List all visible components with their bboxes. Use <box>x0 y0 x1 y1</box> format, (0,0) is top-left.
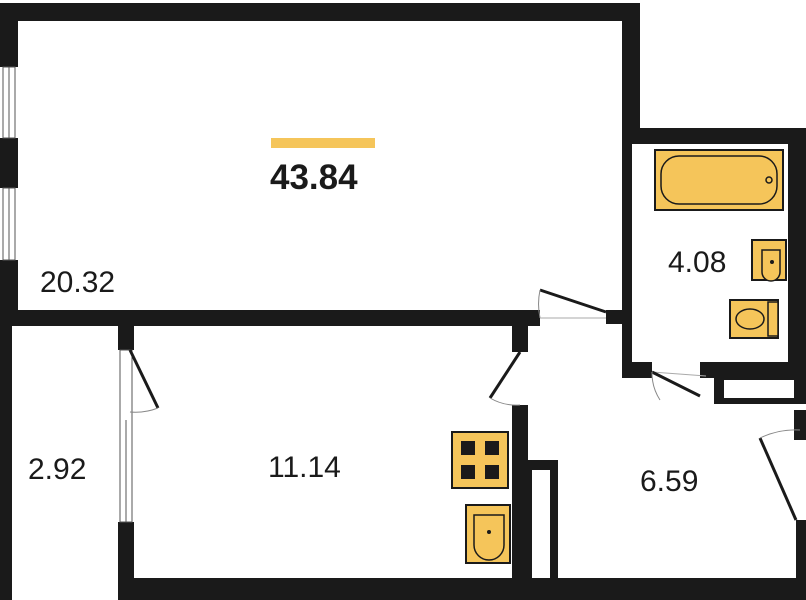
room-area-balcony: 2.92 <box>28 453 87 486</box>
bathtub-icon <box>654 149 784 211</box>
bathroom-sink-icon <box>751 239 787 282</box>
walls <box>0 3 806 600</box>
wall-entrance-bottom <box>796 520 806 600</box>
room-area-bathroom: 4.08 <box>668 246 727 279</box>
wall-left-upper <box>0 3 18 67</box>
toilet-icon <box>729 299 779 339</box>
door-entrance <box>758 437 798 521</box>
fixtures <box>451 149 787 564</box>
wall-bath-top <box>622 128 806 144</box>
room-area-hallway: 6.59 <box>640 465 699 498</box>
stove-icon <box>451 431 509 489</box>
wall-balcony-upper <box>118 310 134 350</box>
room-area-living: 20.32 <box>40 266 116 299</box>
wall-bath-bottom-left <box>622 362 652 378</box>
wall-living-bottom <box>0 310 540 326</box>
wall-top <box>0 3 640 21</box>
kitchen-sink-icon <box>465 504 511 564</box>
wall-living-bottom-right <box>606 310 632 324</box>
wall-bath-right <box>788 128 806 376</box>
wall-kitchen-upper <box>512 322 528 352</box>
doors <box>128 288 801 521</box>
door-bathroom <box>651 370 701 398</box>
door-living <box>539 288 607 314</box>
wall-left-balcony <box>0 310 12 600</box>
windows <box>2 66 133 523</box>
wall-niche-inner <box>532 470 550 600</box>
wall-left-lower <box>0 260 18 326</box>
wall-bath-left <box>622 128 632 378</box>
total-area-label: 43.84 <box>270 158 358 197</box>
wall-living-right <box>622 3 640 133</box>
wall-bottom <box>118 578 806 600</box>
door-kitchen <box>488 351 522 399</box>
total-area-accent-bar <box>271 138 375 148</box>
room-area-kitchen: 11.14 <box>268 451 341 484</box>
door-balcony <box>128 349 160 409</box>
wall-left-mid <box>0 138 18 188</box>
wall-entrance-top <box>794 410 806 440</box>
wall-shaft-inner <box>724 380 794 398</box>
